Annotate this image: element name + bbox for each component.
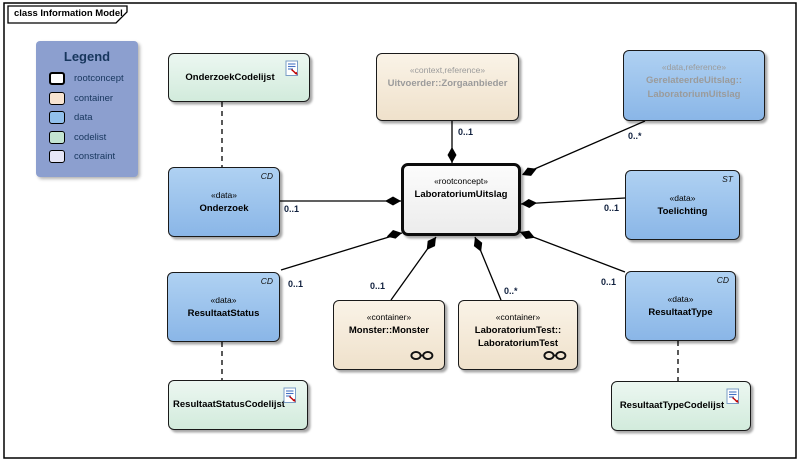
diamond-onderzoek [385,196,401,206]
legend-item-data: data [37,108,137,128]
container-link-icon [410,350,434,361]
type-marker: CD [260,171,273,181]
node-stereotype: «context,reference» [409,65,486,75]
node-name: Toelichting [657,205,708,217]
node-stereotype: «container» [495,312,541,322]
multiplicity-resultaatstatus: 0..1 [288,279,304,289]
diamond-resultaatstatus [386,230,402,239]
type-marker: CD [260,276,273,286]
diamond-monster [426,237,436,250]
diamond-resultaattype [520,230,535,239]
node-stereotype: «data» [210,294,237,305]
diagram-frame [3,2,797,459]
multiplicity-uitvoerder: 0..1 [458,127,474,137]
container-link-icon [543,350,567,361]
node-monster[interactable]: «container» Monster::Monster [333,300,445,370]
legend-item-label: constraint [74,151,116,163]
node-gerelateerde-uitslag[interactable]: «data,reference» GerelateerdeUitslag:: L… [623,50,765,121]
node-name: Onderzoek [199,202,249,214]
node-stereotype: «data» [669,192,696,203]
legend-item-rootconcept: rootconcept [37,69,137,89]
node-stereotype: «container» [366,312,412,322]
node-stereotype: «data,reference» [661,62,727,72]
multiplicity-resultaattype: 0..1 [601,277,617,287]
legend-item-label: container [74,92,114,104]
node-name: LaboratoriumTest:: [474,325,562,336]
codelist-document-icon [283,387,296,403]
node-name: ResultaatType [648,306,713,318]
node-name: LaboratoriumTest [477,338,559,349]
diamond-laboratoriumtest [473,237,483,252]
node-laboratorium-test[interactable]: «container» LaboratoriumTest:: Laborator… [458,300,578,370]
node-name: Monster::Monster [348,325,430,336]
node-name: GerelateerdeUitslag:: [645,75,743,86]
node-name: OnderzoekCodelijst [185,71,275,83]
multiplicity-monster: 0..1 [370,281,386,291]
legend-item-container: container [37,89,137,109]
node-resultaat-type[interactable]: CD «data» ResultaatType [625,271,736,341]
constraint-swatch [49,150,65,164]
rootconcept-swatch [49,72,65,86]
legend-item-label: rootconcept [74,73,124,85]
legend-item-label: data [74,112,93,124]
diamond-gerelateerdeuitslag [522,167,537,176]
frame-tab [7,5,128,24]
data-swatch [49,111,65,125]
multiplicity-toelichting: 0..1 [604,203,620,213]
codelist-document-icon [285,60,298,76]
edge-uitslag-gerelateerdeuitslag [522,120,646,175]
type-marker: CD [716,275,729,285]
multiplicity-gerelateerdeuitslag: 0..* [628,131,642,141]
node-resultaat-type-codelijst[interactable]: ResultaatTypeCodelijst [611,381,751,431]
node-laboratorium-uitslag[interactable]: «rootconcept» LaboratoriumUitslag [401,163,521,236]
container-swatch [49,91,65,105]
node-stereotype: «rootconcept» [434,176,488,186]
node-uitvoerder-zorgaanbieder[interactable]: «context,reference» Uitvoerder::Zorgaanb… [376,53,519,121]
node-name: ResultaatTypeCodelijst [619,400,725,411]
node-name: Uitvoerder::Zorgaanbieder [387,78,508,89]
legend-item-label: codelist [74,131,107,143]
edge-uitslag-resultaatstatus [280,232,403,271]
node-resultaat-status-codelijst[interactable]: ResultaatStatusCodelijst [168,380,308,430]
node-stereotype: «data» [211,189,237,200]
codelist-document-icon [726,388,739,404]
node-resultaat-status[interactable]: CD «data» ResultaatStatus [167,272,280,342]
node-onderzoek[interactable]: CD «data» Onderzoek [168,167,280,237]
legend-item-codelist: codelist [37,128,137,148]
edge-uitslag-toelichting [520,197,626,205]
node-stereotype: «data» [667,293,694,304]
edge-uitslag-resultaattype [519,231,626,273]
node-name: LaboratoriumUitslag [647,89,741,100]
multiplicity-laboratoriumtest: 0..* [504,286,518,296]
legend-title: Legend [63,49,111,64]
node-name: ResultaatStatus [187,307,260,319]
diamond-uitvoerder [447,147,457,163]
node-onderzoek-codelijst[interactable]: OnderzoekCodelijst [168,53,310,102]
node-toelichting[interactable]: ST «data» Toelichting [625,170,740,240]
diagram-title: class Information Model [14,8,123,19]
multiplicity-onderzoek: 0..1 [284,204,300,214]
node-name: ResultaatStatusCodelijst [173,399,285,410]
codelist-swatch [49,130,65,144]
diamond-toelichting [521,199,537,208]
legend: Legend rootconcept container data codeli… [36,41,138,177]
type-marker: ST [722,174,733,184]
node-name: LaboratoriumUitslag [414,189,508,200]
legend-item-constraint: constraint [37,147,137,167]
